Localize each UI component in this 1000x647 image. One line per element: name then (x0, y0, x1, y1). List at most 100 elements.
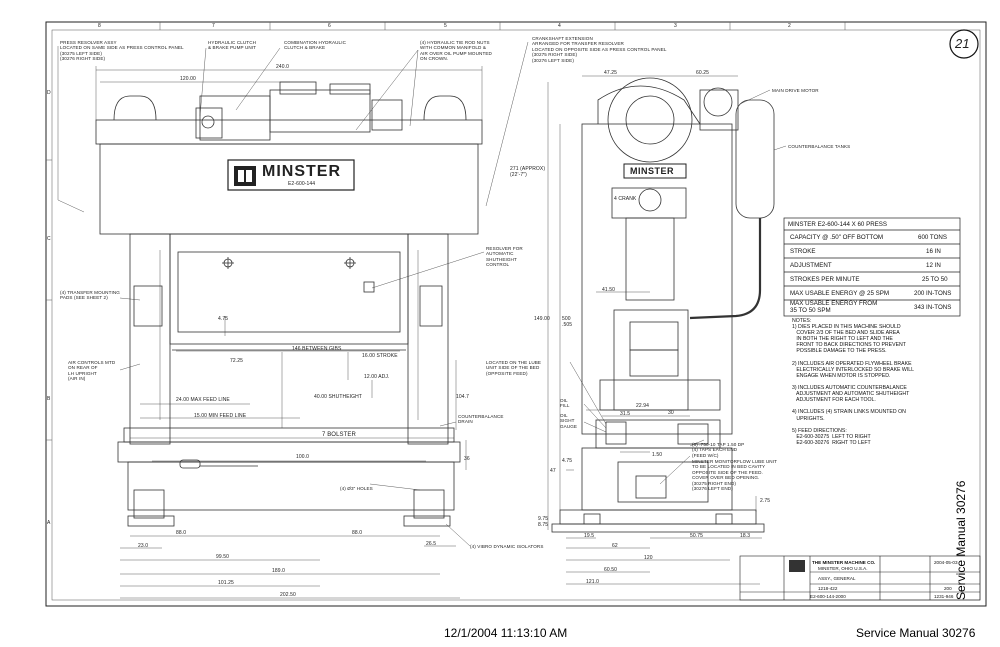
dim-150: 1.50 (652, 452, 663, 458)
callout-combination-hydraulic: COMBINATION HYDRAULIC CLUTCH & BRAKE (284, 40, 346, 51)
dim-2294: 22.94 (636, 403, 650, 409)
dim-crank: 4 CRANK (614, 196, 637, 202)
model-plate-front: E2-600-144 (288, 181, 316, 187)
dim-183: 18.3 (740, 533, 751, 539)
spec-stroke-value: 16 IN (926, 248, 941, 255)
col-marker-6: 6 (328, 23, 331, 29)
dim-40: 40.00 SHUTHEIGHT (314, 394, 363, 400)
title-block-rev: 200 (944, 586, 952, 591)
dim-47: 47 (550, 468, 556, 474)
dim-195: 19.5 (584, 533, 595, 539)
spec-energy35-value: 343 IN-TONS (914, 304, 952, 311)
dim-315: 31.5 (620, 411, 631, 417)
dim-500: 500 .505 (562, 316, 573, 328)
spec-spm-value: 25 TO 50 (922, 276, 948, 283)
dim-146: 146 BETWEEN GIBS (292, 346, 342, 352)
dim-121: 121.0 (586, 579, 600, 585)
dim-88a: 88.0 (176, 530, 187, 536)
callout-counterbalance-tanks: COUNTERBALANCE TANKS (788, 144, 851, 149)
minster-logo-side: MINSTER (630, 166, 674, 176)
callout-air-controls: AIR CONTROLS MTD ON REAR OF LH UPRIGHT (… (68, 360, 116, 382)
callout-lube-unit-side: LOCATED ON THE LUBE UNIT SIDE OF THE BED… (486, 360, 542, 376)
callout-oil-fill: OIL FILL (560, 398, 570, 409)
title-block-lines (739, 555, 981, 601)
dim-15: 15.00 MIN FEED LINE (194, 413, 247, 419)
col-marker-7: 7 (212, 23, 215, 29)
side-leaders (569, 89, 787, 485)
dim-20250: 202.50 (280, 592, 296, 598)
dim-265: 26.5 (426, 541, 437, 547)
dim-5075: 50.75 (690, 533, 704, 539)
dim-30: 30 (668, 410, 674, 416)
spec-adjustment-value: 12 IN (926, 262, 941, 269)
front-leaders (57, 41, 529, 547)
dim-7225: 72.25 (230, 358, 244, 364)
col-marker-4: 4 (558, 23, 561, 29)
title-block-description: ASSY., GENERAL (818, 576, 856, 581)
callout-transfer-pads: (4) TRANSFER MOUNTING PADS (SEE SHEET 2) (60, 290, 120, 301)
dim-475b: 4.75 (562, 458, 573, 464)
dim-6050: 60.50 (604, 567, 618, 573)
spec-energy25-label: MAX USABLE ENERGY @ 25 SPM (790, 290, 890, 297)
spec-title: MINSTER E2-600-144 X 60 PRESS (788, 221, 888, 228)
callout-oil-sight-gauge: OIL SIGHT GAUGE (560, 413, 578, 429)
dim-1047: 104.7 (456, 394, 470, 400)
spec-capacity-value: 600 TONS (918, 234, 948, 241)
dim-100: 100.0 (296, 454, 310, 460)
dim-4725: 47.25 (604, 70, 618, 76)
spec-stroke-label: STROKE (790, 248, 816, 255)
dim-975: 9.75 8.75 (538, 516, 549, 528)
title-block-company: THE MINSTER MACHINE CO. (812, 560, 876, 565)
title-block-sheet: 1231-946 (934, 594, 954, 599)
drawing-border (45, 21, 987, 607)
dim-189: 189.0 (272, 568, 286, 574)
row-marker-d: D (47, 90, 51, 96)
dim-24: 24.00 MAX FEED LINE (176, 397, 230, 403)
dim-88b: 88.0 (352, 530, 363, 536)
minster-logo-front: MINSTER (262, 163, 341, 180)
title-block-part-no: 1218-422 (818, 586, 838, 591)
col-marker-8: 8 (98, 23, 101, 29)
dim-62: 62 (612, 543, 618, 549)
col-marker-2: 2 (788, 23, 791, 29)
dim-12: 12.00 ADJ. (364, 374, 390, 380)
spec-adjustment-label: ADJUSTMENT (790, 262, 832, 269)
front-view (95, 81, 483, 527)
side-view (551, 77, 775, 533)
callout-hydraulic-clutch: HYDRAULIC CLUTCH & BRAKE PUMP UNIT (208, 40, 257, 51)
callout-vibro-isolators: (4) VIBRO DYNAMIC ISOLATORS (470, 544, 544, 549)
inner-border (51, 29, 981, 601)
side-manual-label: Service Manual 30276 (954, 480, 968, 600)
sheet-number-circle (949, 29, 979, 59)
row-marker-c: C (47, 236, 51, 242)
dim-120: 120.00 (180, 76, 196, 82)
spec-capacity-label: CAPACITY @ .50" OFF BOTTOM (790, 234, 884, 241)
spec-spm-label: STROKES PER MINUTE (790, 276, 860, 283)
callout-crankshaft-extension: CRANKSHAFT EXTENSION ARRANGED FOR TRANSF… (532, 36, 667, 63)
callout-resolver-assy: PRESS RESOLVER ASSY LOCATED ON SAME SIDE… (60, 40, 184, 62)
dim-36: 36 (464, 456, 470, 462)
callout-counterbalance-drain: COUNTERBALANCE DRAIN (458, 414, 504, 425)
dim-149: 149.00 (534, 316, 550, 322)
minster-plate-side (623, 163, 687, 179)
dim-9950: 99.50 (216, 554, 230, 560)
sheet-number: 21 (955, 36, 970, 51)
dim-16: 16.00 STROKE (362, 353, 398, 359)
callout-tap: (8) .750-10 TAP 1.50 DP (4) TAPS EACH EN… (692, 442, 745, 458)
spec-energy35-label: MAX USABLE ENERGY FROM 35 TO 50 SPM (790, 300, 878, 314)
callout-tie-rod-nuts: (4) HYDRAULIC TIE ROD NUTS WITH COMMON M… (420, 40, 492, 62)
title-block-location: MINSTER, OHIO U.S.A. (818, 566, 868, 571)
spec-table (783, 217, 961, 317)
dim-6025: 60.25 (696, 70, 710, 76)
drawing-notes: NOTES: 1) DIES PLACED IN THIS MACHINE SH… (792, 318, 915, 446)
col-marker-3: 3 (674, 23, 677, 29)
dim-bolster: 7 BOLSTER (322, 432, 356, 438)
callout-monitorflow: MINSTER MONITORFLOW LUBE UNIT TO BE LOCA… (692, 459, 777, 492)
footer-manual: Service Manual 30276 (856, 626, 976, 640)
footer-timestamp: 12/1/2004 11:13:10 AM (444, 626, 568, 640)
title-block-logo (789, 560, 805, 572)
dim-120b: 120 (644, 555, 653, 561)
title-block-date: 2004-05-03 (934, 560, 958, 565)
callout-main-drive-motor: MAIN DRIVE MOTOR (772, 88, 819, 93)
